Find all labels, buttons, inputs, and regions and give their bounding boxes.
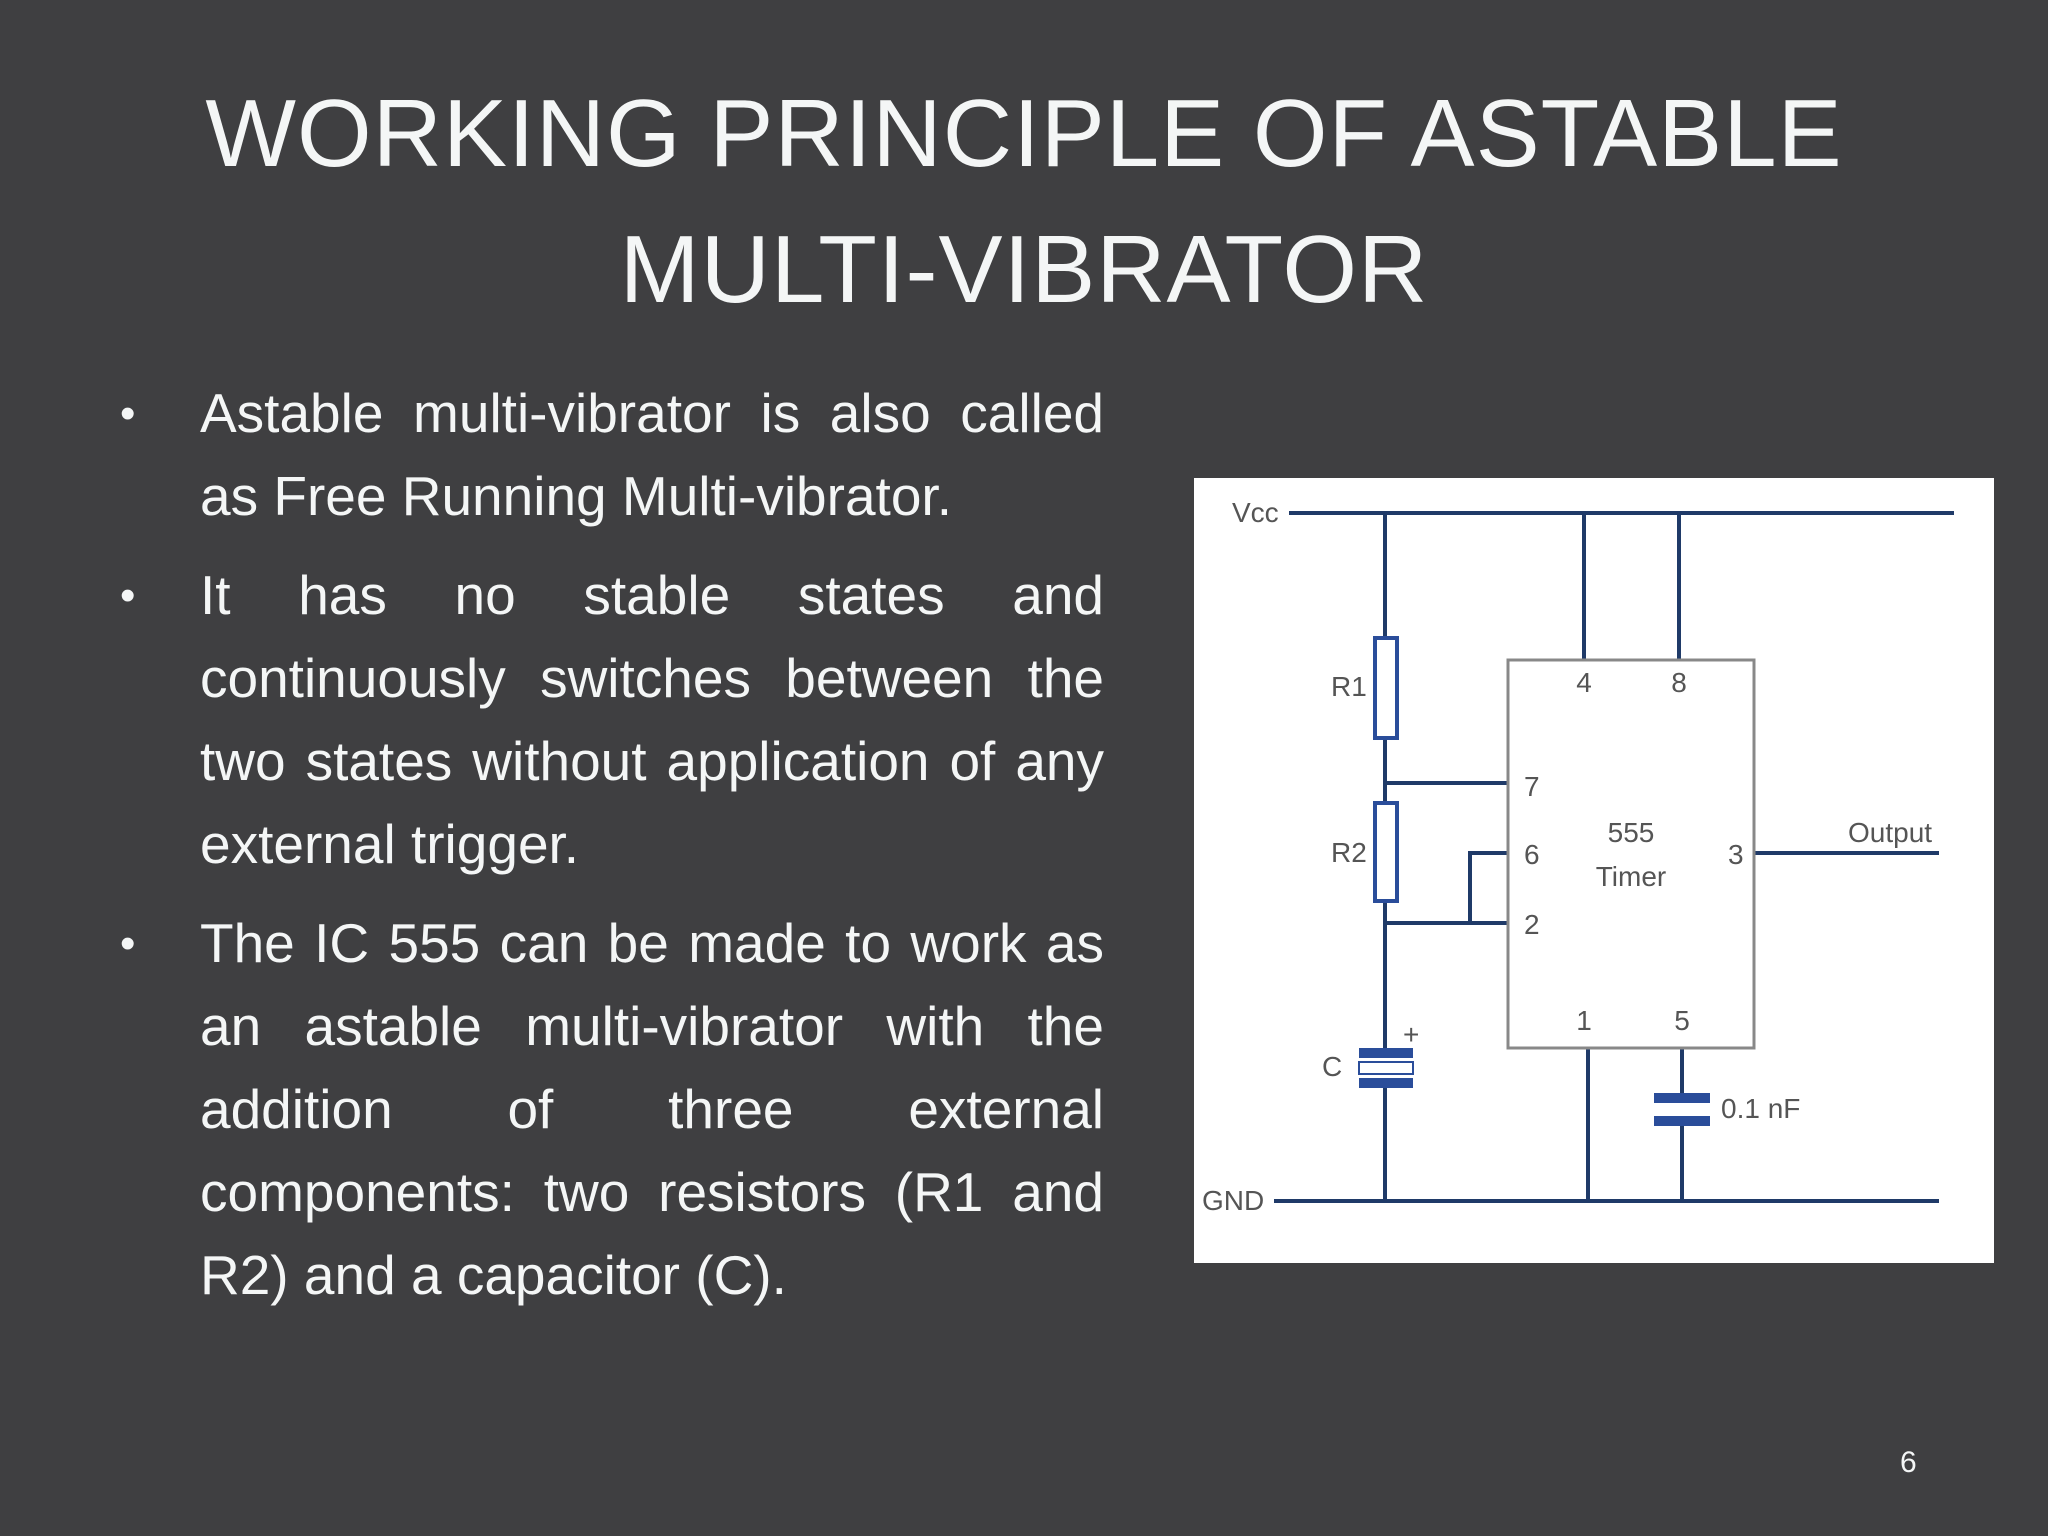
pin-2-label: 2 xyxy=(1524,909,1540,940)
bullet-text: The IC 555 can be made to work as an ast… xyxy=(200,912,1104,1306)
title-line-2: MULTI-VIBRATOR xyxy=(619,216,1429,323)
pin-1-label: 1 xyxy=(1576,1005,1592,1036)
bullet-text: Astable multi-vibrator is also called as… xyxy=(200,382,1104,527)
title-line-1: WORKING PRINCIPLE OF ASTABLE xyxy=(205,80,1843,187)
output-label: Output xyxy=(1848,817,1932,848)
resistor-r2 xyxy=(1373,801,1399,903)
bullet-dot-icon: • xyxy=(120,389,136,438)
bullet-dot-icon: • xyxy=(120,919,136,968)
bullet-dot-icon: • xyxy=(120,571,136,620)
pin-7-label: 7 xyxy=(1524,771,1540,802)
pin-3-label: 3 xyxy=(1728,839,1744,870)
c-label: C xyxy=(1322,1051,1342,1082)
resistor-r1 xyxy=(1373,636,1399,740)
slide-title: WORKING PRINCIPLE OF ASTABLE MULTI-VIBRA… xyxy=(150,66,1898,338)
r1-label: R1 xyxy=(1331,671,1367,702)
ic-555-box xyxy=(1506,658,1756,1050)
wires xyxy=(1274,511,1954,1203)
ic-label-line1: 555 xyxy=(1608,817,1655,848)
c-polarity-label: + xyxy=(1403,1019,1419,1050)
gnd-label: GND xyxy=(1202,1185,1264,1216)
capacitor-c xyxy=(1358,1048,1414,1088)
page-number: 6 xyxy=(1900,1446,1917,1479)
r2-label: R2 xyxy=(1331,837,1367,868)
bullet-item: • The IC 555 can be made to work as an a… xyxy=(120,902,1104,1317)
pin-5-label: 5 xyxy=(1674,1005,1690,1036)
ic-label-line2: Timer xyxy=(1596,861,1667,892)
bullet-text: It has no stable states and continuously… xyxy=(200,564,1104,875)
pin-6-label: 6 xyxy=(1524,839,1540,870)
cap2-value-label: 0.1 nF xyxy=(1721,1093,1800,1124)
bullet-item: • Astable multi-vibrator is also called … xyxy=(120,372,1104,538)
wire-pin6 xyxy=(1468,851,1508,923)
pin-4-label: 4 xyxy=(1576,667,1592,698)
circuit-diagram: Vcc GND R1 R2 C + 0.1 nF 555 Timer Outpu… xyxy=(1194,478,1994,1263)
bullet-list: • Astable multi-vibrator is also called … xyxy=(120,372,1104,1333)
capacitor-01nf xyxy=(1654,1093,1710,1126)
pin-8-label: 8 xyxy=(1671,667,1687,698)
bullet-item: • It has no stable states and continuous… xyxy=(120,554,1104,886)
circuit-svg: Vcc GND R1 R2 C + 0.1 nF 555 Timer Outpu… xyxy=(1202,497,1954,1216)
vcc-label: Vcc xyxy=(1232,497,1279,528)
